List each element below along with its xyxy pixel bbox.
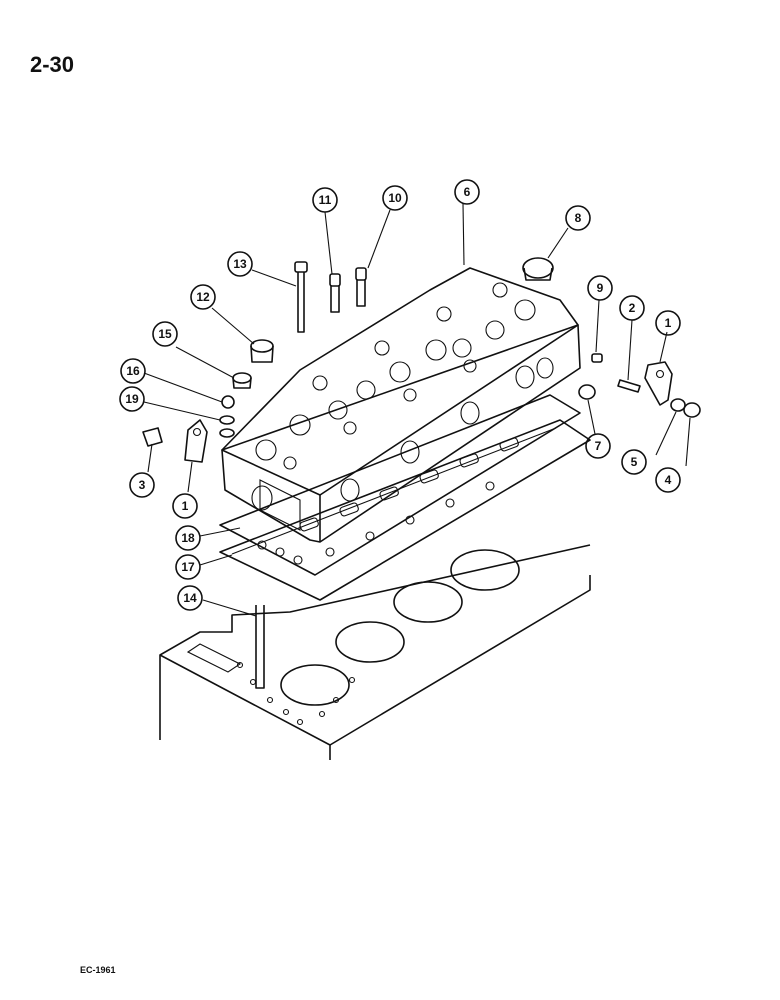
callout-8: 8: [565, 205, 591, 231]
svg-text:12: 12: [196, 290, 210, 304]
svg-text:8: 8: [575, 211, 582, 225]
part-fitting-3: [142, 427, 163, 447]
part-fitting-16: [221, 395, 235, 409]
part-stud-11: [329, 273, 341, 313]
part-stud-14: [255, 605, 265, 689]
svg-text:15: 15: [158, 327, 172, 341]
svg-text:11: 11: [319, 193, 332, 207]
part-bolt-13: [294, 261, 308, 333]
head-gasket-upper: [219, 394, 581, 576]
part-plug-9: [591, 353, 603, 363]
svg-text:13: 13: [233, 257, 247, 271]
svg-text:17: 17: [181, 560, 195, 574]
svg-text:6: 6: [464, 185, 471, 199]
part-seal-7: [578, 384, 596, 400]
svg-text:10: 10: [388, 191, 402, 205]
part-plug-8: [522, 257, 554, 281]
svg-text:2: 2: [629, 301, 636, 315]
svg-text:7: 7: [595, 439, 602, 453]
part-bracket-1-left: [184, 419, 208, 463]
callout-10: 10: [382, 185, 408, 211]
callout-1-right: 1: [655, 310, 681, 336]
figure-code: EC-1961: [80, 965, 116, 975]
callout-18: 18: [175, 525, 201, 551]
svg-text:1: 1: [182, 499, 189, 513]
head-gasket-lower: [219, 419, 591, 601]
callout-2: 2: [619, 295, 645, 321]
part-bracket-1-right: [644, 361, 673, 406]
part-nut-15: [232, 372, 252, 389]
callout-12: 12: [190, 284, 216, 310]
svg-text:3: 3: [139, 478, 146, 492]
part-cap-12: [250, 339, 274, 363]
callout-19: 19: [119, 386, 145, 412]
callout-15: 15: [152, 321, 178, 347]
callout-11: 11: [312, 187, 338, 213]
part-nut-4: [683, 402, 701, 418]
callout-9: 9: [587, 275, 613, 301]
part-stud-2: [617, 379, 641, 393]
page-number: 2-30: [30, 52, 75, 77]
callout-13: 13: [227, 251, 253, 277]
callout-6: 6: [454, 179, 480, 205]
leader-lines: [143, 203, 691, 617]
callout-5: 5: [621, 449, 647, 475]
svg-text:4: 4: [665, 473, 672, 487]
part-washer-5: [670, 398, 686, 412]
callout-4: 4: [655, 467, 681, 493]
svg-text:14: 14: [183, 591, 197, 605]
part-washer-19: [219, 415, 235, 438]
callout-balloons: 1 1 2 3 4 5 6 7 8 9 10 11 12 13 14 15 16…: [119, 179, 681, 611]
engine-block: [159, 544, 591, 760]
callout-17: 17: [175, 554, 201, 580]
svg-text:19: 19: [125, 392, 139, 406]
callout-14: 14: [177, 585, 203, 611]
part-stud-10: [355, 267, 367, 307]
svg-text:5: 5: [631, 455, 638, 469]
svg-text:9: 9: [597, 281, 604, 295]
callout-1-left: 1: [172, 493, 198, 519]
svg-text:1: 1: [665, 316, 672, 330]
cylinder-head: [221, 267, 581, 543]
svg-text:16: 16: [126, 364, 140, 378]
callout-3: 3: [129, 472, 155, 498]
svg-text:18: 18: [181, 531, 195, 545]
callout-7: 7: [585, 433, 611, 459]
callout-16: 16: [120, 358, 146, 384]
